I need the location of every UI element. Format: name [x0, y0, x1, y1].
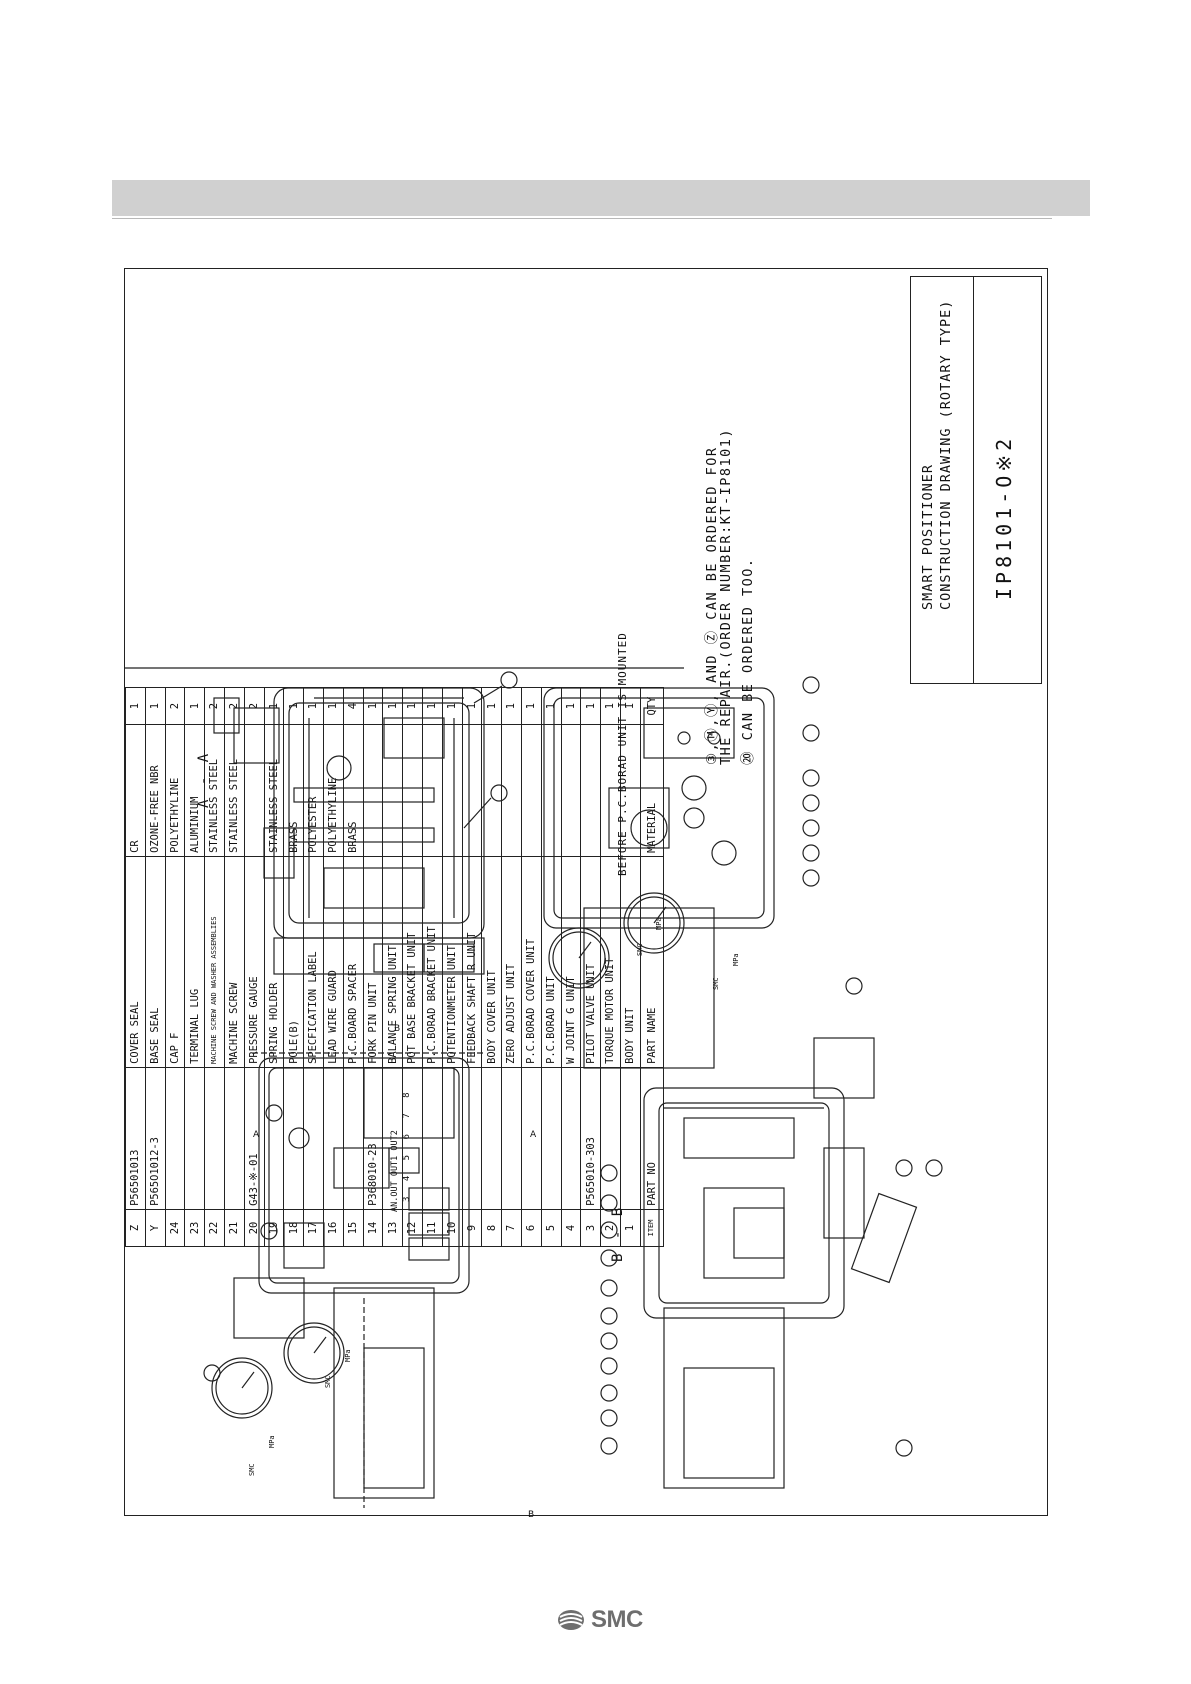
section-mark-b-bottom: B	[528, 1510, 535, 1520]
section-mark-a-left: A	[253, 1130, 260, 1140]
base-seal-y	[850, 1159, 943, 1284]
header-rule	[112, 218, 1052, 219]
construction-drawing-views	[124, 667, 943, 1508]
section-bb-view	[643, 1037, 875, 1489]
section-aa-callouts	[463, 671, 518, 829]
section-aa-view	[213, 687, 485, 975]
front-view-callouts	[203, 1104, 283, 1382]
smc-logo: SMC	[557, 1606, 643, 1634]
header-band	[112, 180, 1090, 216]
title-block	[910, 276, 1042, 684]
before-pc-board-callouts	[802, 676, 863, 995]
drawing-sheet	[124, 268, 1048, 1516]
section-bb-callouts	[600, 1159, 913, 1457]
title-block-divider	[973, 277, 974, 683]
smc-logo-mark-icon	[558, 1610, 584, 1630]
front-view	[211, 1052, 486, 1508]
section-mark-b-top: B	[394, 1024, 401, 1034]
section-mark-a-right: A	[530, 1130, 537, 1140]
before-pc-board-view	[543, 687, 775, 1069]
smc-logo-text: SMC	[591, 1606, 643, 1633]
